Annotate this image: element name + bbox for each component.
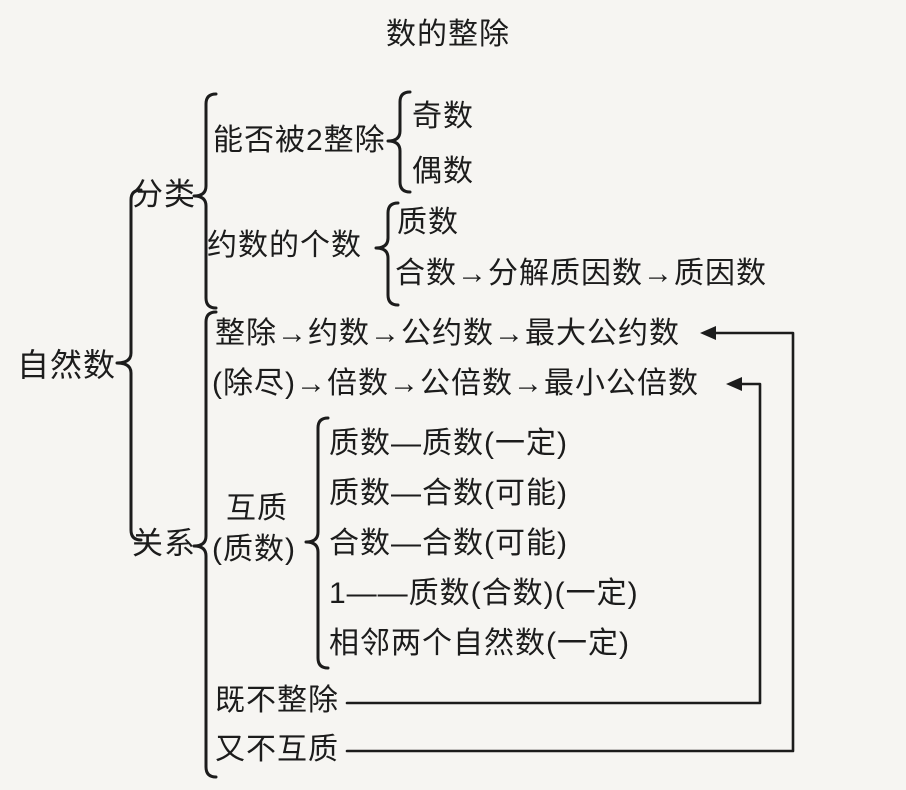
coprime-case-one: 1——质数(合数)(一定) [329,577,639,610]
node-relations: 关系 [132,526,196,561]
chain-lcm: (除尽)→倍数→公倍数→最小公倍数 [212,367,699,400]
node-natural-numbers: 自然数 [17,347,117,383]
brace-natural-numbers [115,188,143,542]
coprime-case-prime-prime: 质数—质数(一定) [329,427,568,460]
node-coprime-sublabel: (质数) [212,533,296,566]
node-divisible-by-2: 能否被2整除 [213,124,386,157]
node-divisor-count: 约数的个数 [207,229,362,262]
arrowhead-lcm-icon [726,377,742,391]
node-neither-divisible: 既不整除 [215,684,339,717]
node-classification: 分类 [132,177,196,212]
page-title: 数的整除 [386,18,510,51]
node-prime-numbers: 质数 [397,206,459,239]
node-odd-numbers: 奇数 [412,100,474,133]
chain-composite-factorization: 合数→分解质因数→质因数 [395,257,767,290]
brace-coprime [304,416,330,670]
coprime-case-prime-composite: 质数—合数(可能) [329,477,568,510]
node-coprime: 互质 [226,492,288,525]
node-even-numbers: 偶数 [412,155,474,188]
brace-classification [192,92,218,310]
brace-divisor-count [374,201,400,307]
brace-relations [192,310,218,779]
coprime-case-composite-composite: 合数—合数(可能) [329,527,568,560]
coprime-case-adjacent: 相邻两个自然数(一定) [329,627,630,660]
brace-parity [386,90,412,194]
node-nor-coprime: 又不互质 [215,733,339,766]
arrowhead-gcd-icon [700,326,716,340]
connector-lcm-loop [345,382,762,705]
connector-gcd-loop [345,331,795,753]
chain-gcd: 整除→约数→公约数→最大公约数 [215,317,680,350]
